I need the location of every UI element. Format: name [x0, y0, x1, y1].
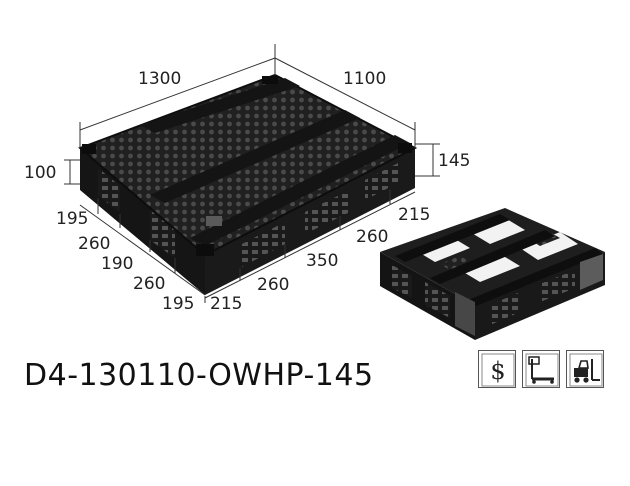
width-label: 1100: [343, 69, 386, 89]
price-icon-glyph: $: [490, 357, 505, 385]
front-dim-5: 215: [398, 205, 430, 225]
front-dim-4: 260: [356, 227, 388, 247]
front-dim-1: 215: [210, 294, 242, 314]
length-label: 1300: [138, 69, 181, 89]
left-dim-3: 190: [101, 254, 133, 274]
left-dim-1: 195: [56, 209, 88, 229]
deck-height-label: 100: [24, 163, 56, 183]
price-icon: $: [478, 350, 516, 388]
left-dim-4: 260: [133, 274, 165, 294]
main-pallet-image: [78, 73, 418, 295]
forklift-icon: [566, 350, 604, 388]
model-number: D4-130110-OWHP-145: [24, 358, 374, 393]
secondary-pallet-image: [380, 208, 605, 340]
front-dim-3: 350: [306, 251, 338, 271]
front-dim-2: 260: [257, 275, 289, 295]
dimension-lines: [64, 44, 440, 303]
hand-pallet-truck-icon: [522, 350, 560, 388]
left-dim-2: 260: [78, 234, 110, 254]
total-height-label: 145: [438, 151, 470, 171]
left-dim-5: 195: [162, 294, 194, 314]
